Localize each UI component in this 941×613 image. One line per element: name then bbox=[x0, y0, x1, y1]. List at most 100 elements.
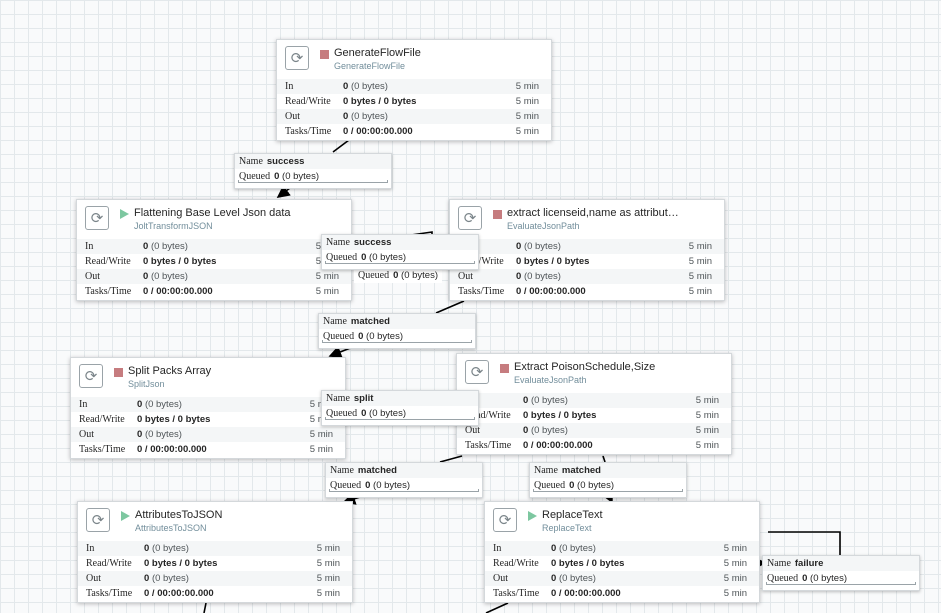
processor-header: ⟳ GenerateFlowFile GenerateFlowFile bbox=[277, 40, 551, 78]
processor-header: ⟳ extract licenseid,name as attribut… Ev… bbox=[450, 200, 724, 238]
processor-header: ⟳ ReplaceText ReplaceText bbox=[485, 502, 759, 540]
stop-square-icon bbox=[114, 368, 123, 377]
queue-bar bbox=[325, 417, 475, 420]
connection-line bbox=[602, 455, 606, 463]
queue-bar bbox=[322, 340, 472, 343]
processor-icon: ⟳ bbox=[86, 508, 110, 532]
processor-icon: ⟳ bbox=[493, 508, 517, 532]
queue-bar bbox=[329, 489, 479, 492]
processor-name: ReplaceText bbox=[542, 509, 603, 521]
processor-name: extract licenseid,name as attribut… bbox=[507, 207, 679, 219]
processor-flattening[interactable]: ⟳ Flattening Base Level Json data JoltTr… bbox=[76, 199, 352, 301]
stat-row-in: In0 (0 bytes)5 min bbox=[450, 239, 724, 254]
connection-line bbox=[435, 300, 465, 314]
processor-type: SplitJson bbox=[128, 379, 165, 389]
processor-type: JoltTransformJSON bbox=[134, 221, 213, 231]
connection-line bbox=[203, 602, 207, 613]
stop-square-icon bbox=[500, 364, 509, 373]
play-triangle-icon bbox=[120, 209, 129, 219]
processor-header: ⟳ Flattening Base Level Json data JoltTr… bbox=[77, 200, 351, 238]
queue-bar bbox=[533, 489, 683, 492]
processor-type: AttributesToJSON bbox=[135, 523, 207, 533]
processor-extract-licenseid[interactable]: ⟳ extract licenseid,name as attribut… Ev… bbox=[449, 199, 725, 301]
stat-row-in: In0 (0 bytes)5 min bbox=[71, 397, 345, 412]
processor-header: ⟳ Extract PoisonSchedule,Size EvaluateJs… bbox=[457, 354, 731, 392]
connection-line bbox=[485, 602, 509, 613]
processor-icon: ⟳ bbox=[465, 360, 489, 384]
stat-row-in: In0 (0 bytes)5 min bbox=[77, 239, 351, 254]
processor-name: Flattening Base Level Json data bbox=[134, 207, 291, 219]
connection-line bbox=[332, 139, 350, 153]
processor-icon: ⟳ bbox=[85, 206, 109, 230]
processor-name: GenerateFlowFile bbox=[334, 47, 421, 59]
queue-bar bbox=[238, 180, 388, 183]
processor-type: GenerateFlowFile bbox=[334, 61, 406, 71]
processor-header: ⟳ AttributesToJSON AttributesToJSON bbox=[78, 502, 352, 540]
processor-extract-poisonschedule[interactable]: ⟳ Extract PoisonSchedule,Size EvaluateJs… bbox=[456, 353, 732, 455]
queue-bar bbox=[766, 582, 916, 585]
queue-bar bbox=[325, 261, 475, 264]
processor-type: EvaluateJsonPath bbox=[507, 221, 580, 231]
connection-line bbox=[439, 455, 463, 463]
stop-square-icon bbox=[320, 50, 329, 59]
processor-icon: ⟳ bbox=[79, 364, 103, 388]
stat-row-in: In0 (0 bytes)5 min bbox=[457, 393, 731, 408]
play-triangle-icon bbox=[121, 511, 130, 521]
processor-header: ⟳ Split Packs Array SplitJson bbox=[71, 358, 345, 396]
connection-line bbox=[768, 531, 841, 556]
play-triangle-icon bbox=[528, 511, 537, 521]
